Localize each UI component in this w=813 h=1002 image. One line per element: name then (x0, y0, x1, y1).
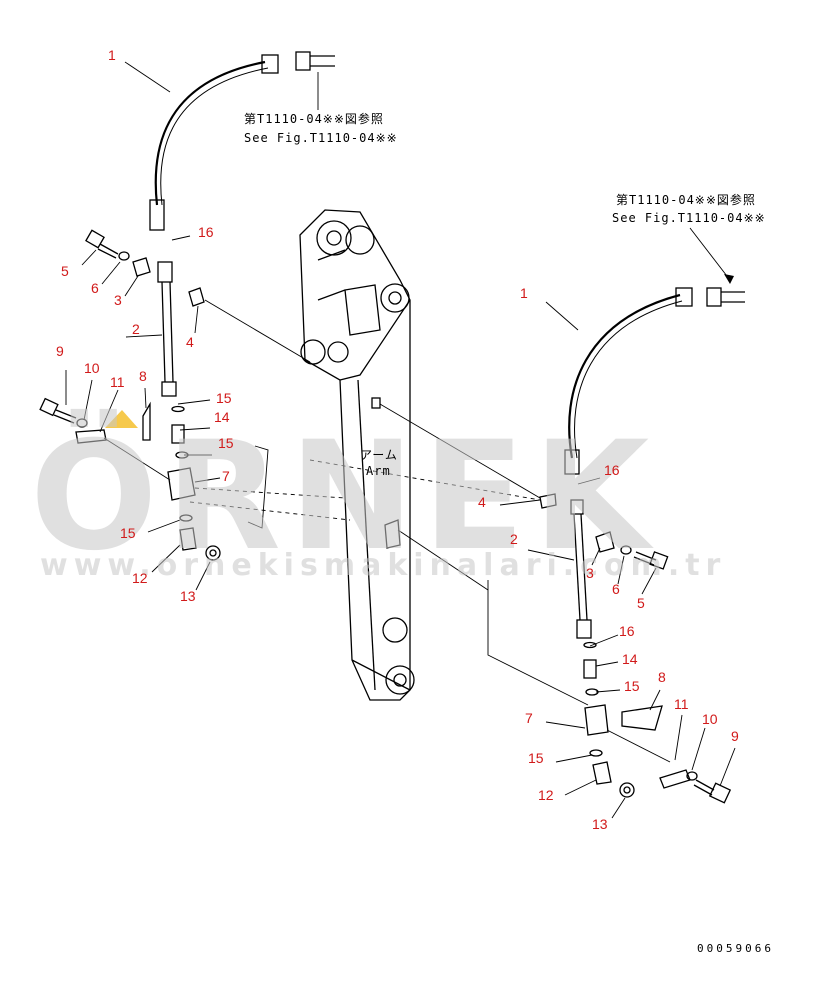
callout: 4 (478, 494, 486, 510)
bolt-5-right (595, 531, 669, 570)
callout: 9 (731, 728, 739, 744)
hose-left (149, 51, 335, 231)
logo-accent-shape (105, 410, 138, 428)
phantom-lines-right (309, 459, 541, 501)
reference-left-jp: 第T1110-04※※図参照 (244, 112, 384, 126)
reference-left-en: See Fig.T1110-04※※ (244, 131, 398, 145)
phantom-lines-left (189, 487, 351, 521)
bolt-9-left (39, 397, 107, 444)
tube-left (157, 261, 177, 397)
bolt-9-right (659, 769, 732, 804)
callout: 14 (622, 651, 638, 667)
callout: 12 (132, 570, 148, 586)
callout-leaders (65, 61, 736, 819)
guide-lines-right (379, 403, 671, 763)
callout: 5 (637, 595, 645, 611)
reference-right-jp: 第T1110-04※※図参照 (616, 193, 756, 207)
bolt-5-left (85, 229, 205, 307)
callout: 7 (222, 468, 230, 484)
callout: 4 (186, 334, 194, 350)
callout: 14 (214, 409, 230, 425)
callout: 2 (132, 321, 140, 337)
callout: 6 (91, 280, 99, 296)
callout: 9 (56, 343, 64, 359)
callout: 3 (114, 292, 122, 308)
bracket-8-left (142, 401, 151, 441)
arm-body (299, 209, 415, 701)
callout: 11 (110, 374, 125, 390)
callout: 6 (612, 581, 620, 597)
callout: 10 (84, 360, 100, 376)
callout: 2 (510, 531, 518, 547)
reference-right-en: See Fig.T1110-04※※ (612, 211, 766, 225)
callout: 16 (604, 462, 620, 478)
callout: 8 (658, 669, 666, 685)
callout: 16 (619, 623, 635, 639)
bracket-8-right (621, 705, 663, 731)
callout: 13 (180, 588, 196, 604)
hose-right (564, 287, 745, 475)
drawing-number: 00059066 (697, 942, 774, 955)
fittings-left (167, 405, 221, 561)
callout: 1 (108, 47, 116, 63)
callout: 11 (674, 696, 689, 712)
callout: 13 (592, 816, 608, 832)
callout: 12 (538, 787, 554, 803)
callout: 15 (120, 525, 136, 541)
callout: 1 (520, 285, 528, 301)
arm-label-jp: アーム (360, 448, 398, 462)
watermark-url: www.ornekismakinalari.com.tr (40, 548, 727, 583)
callout: 10 (702, 711, 718, 727)
fittings-right (539, 493, 635, 798)
callout: 15 (528, 750, 544, 766)
callout: 8 (139, 368, 147, 384)
tube-right (570, 499, 592, 639)
arm-label-en: Arm (366, 464, 391, 478)
callout: 5 (61, 263, 69, 279)
callout: 7 (525, 710, 533, 726)
callout: 15 (624, 678, 640, 694)
ref-arrow-right (689, 227, 731, 281)
callout: 15 (218, 435, 234, 451)
watermark-brand: ÖRNEK (30, 410, 658, 584)
callout: 15 (216, 390, 232, 406)
guide-lines-left (103, 299, 311, 529)
callout: 3 (586, 565, 594, 581)
callout: 16 (198, 224, 214, 240)
